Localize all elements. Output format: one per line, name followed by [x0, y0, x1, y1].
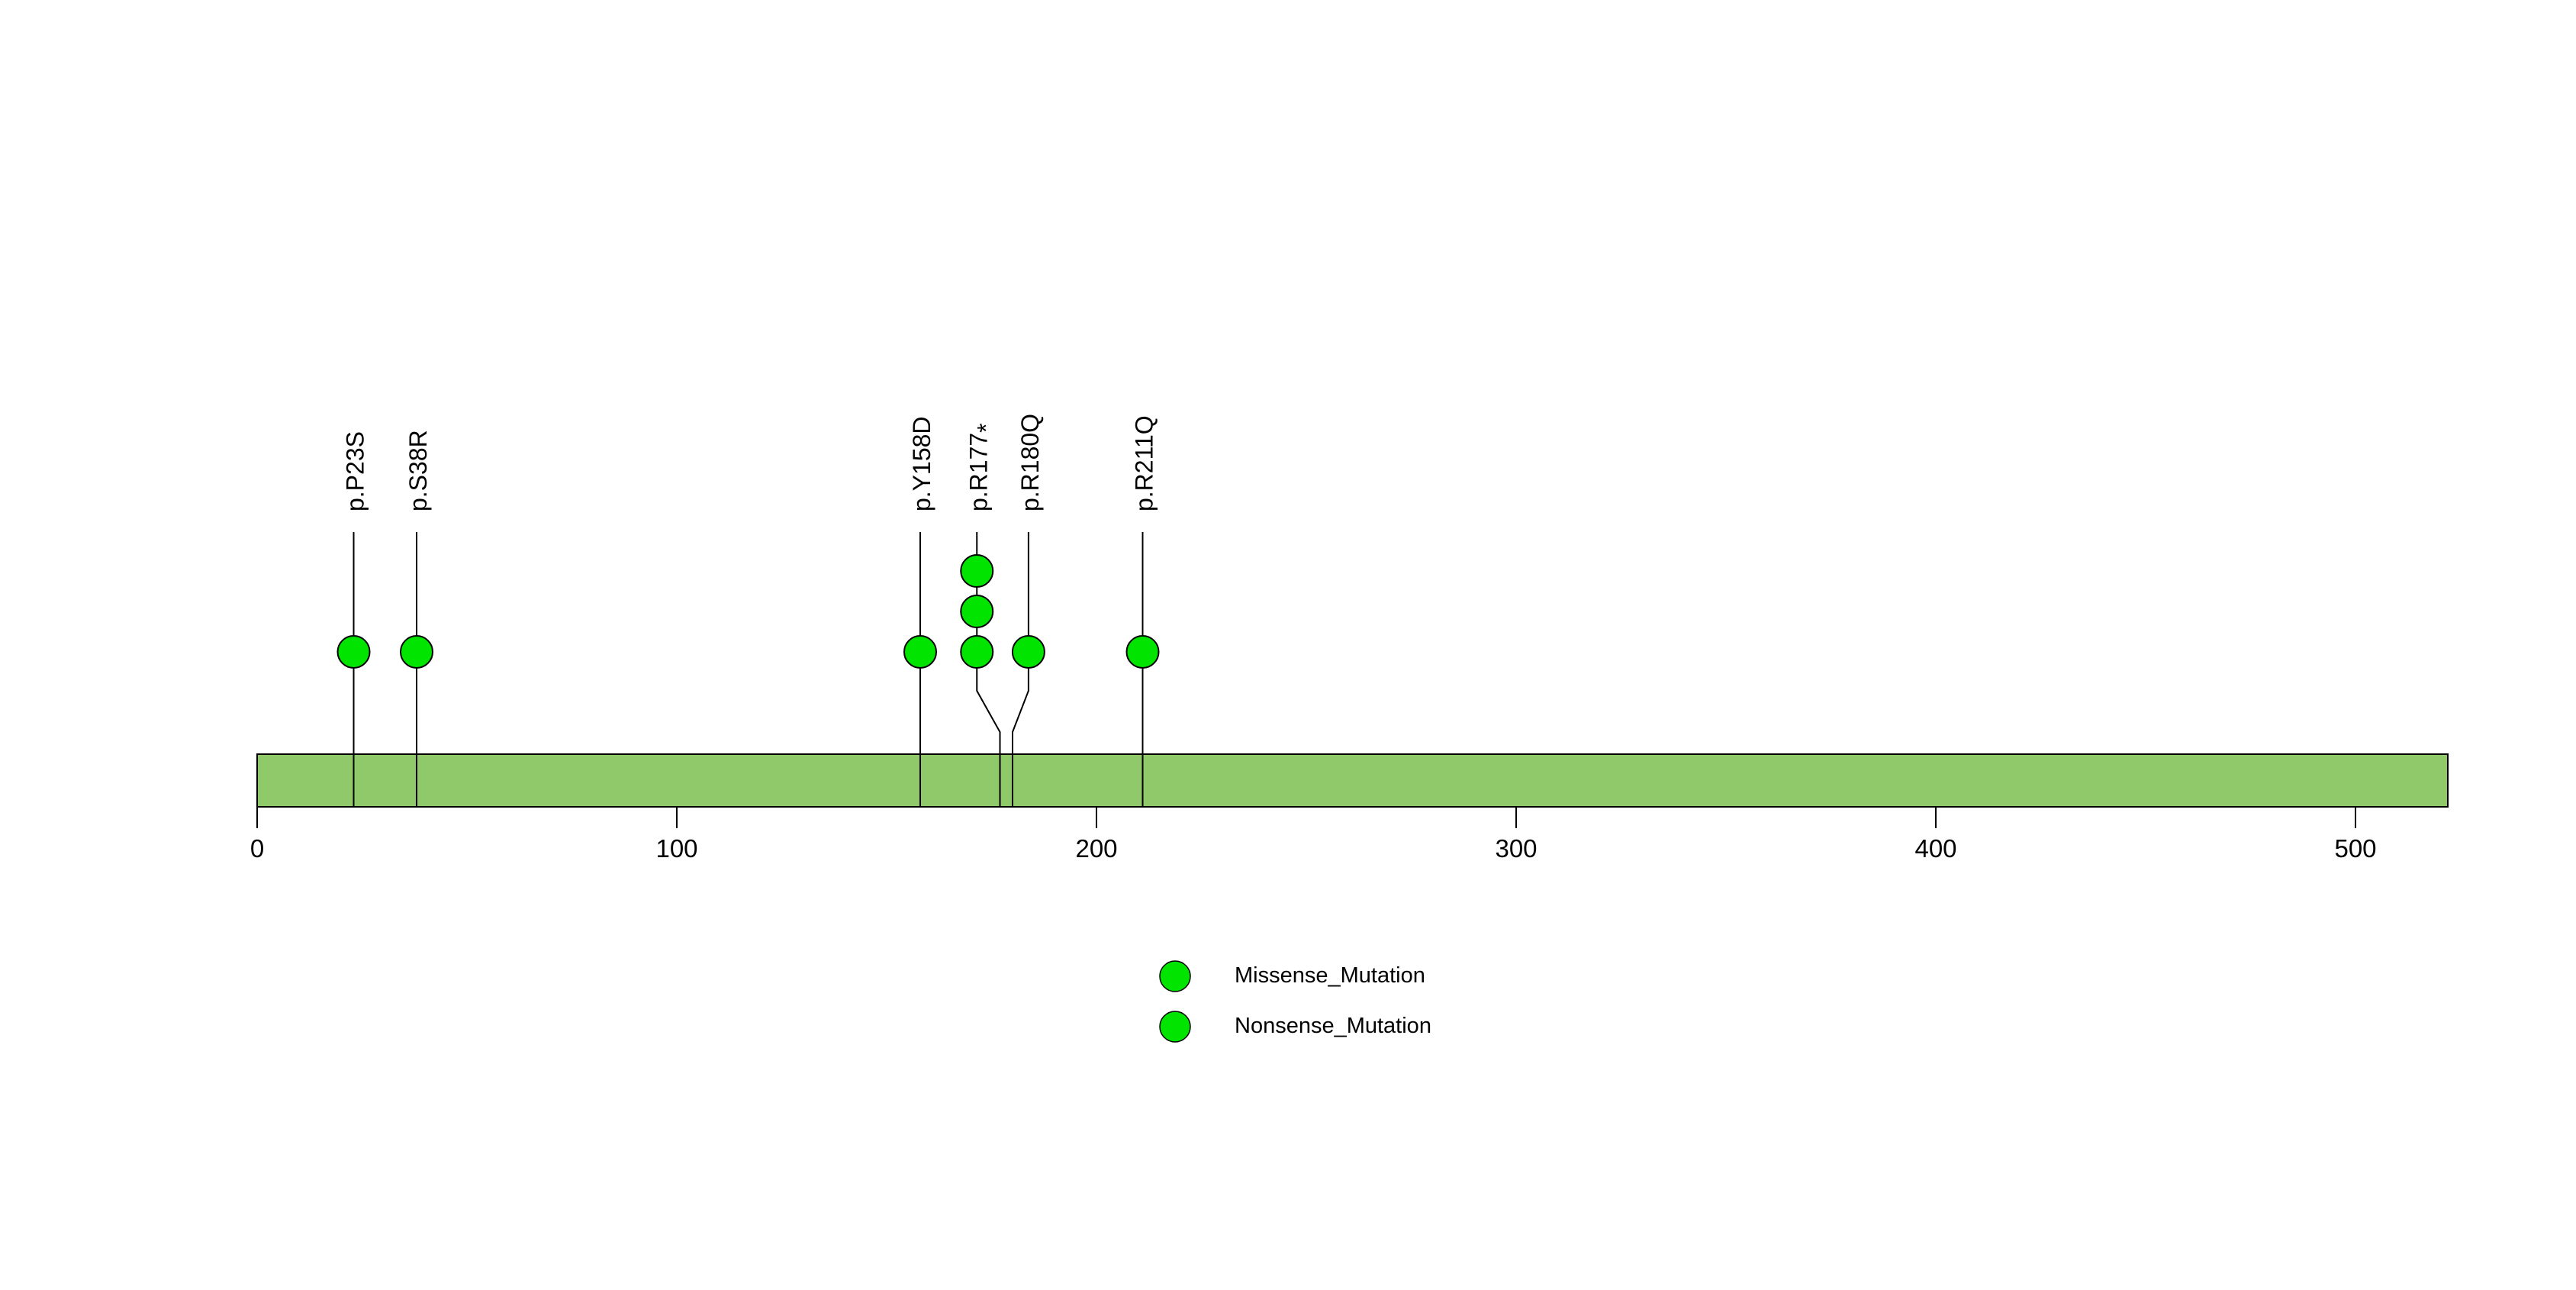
axis-tick-label: 200 [1075, 834, 1117, 863]
protein-backbone-bar [256, 753, 2449, 808]
axis-tick-label: 300 [1495, 834, 1537, 863]
protein-backbone-group [256, 753, 2449, 808]
mutation-label: p.S38R [404, 430, 432, 511]
x-axis-group: 0 100 200 300 400 500 [250, 807, 2377, 863]
mutation-circle [1125, 635, 1160, 669]
legend-swatch [1159, 1011, 1191, 1043]
mutation-label: p.P23S [342, 431, 369, 511]
mutation-circle [960, 554, 994, 588]
mutation-label: p.R211Q [1131, 415, 1158, 511]
axis-tick-label: 400 [1914, 834, 1956, 863]
axis-tick-label: 100 [655, 834, 697, 863]
legend-swatch [1159, 960, 1191, 992]
mutation-label: p.R177* [964, 423, 1000, 511]
axis-tick-label: 0 [250, 834, 264, 863]
axis-tick-label: 500 [2334, 834, 2376, 863]
mutation-circle [903, 635, 937, 669]
legend-label: Nonsense_Mutation [1235, 1014, 1431, 1038]
mutation-stem [1012, 532, 1029, 807]
mutation-circle [1011, 635, 1045, 669]
mutation-circle [960, 595, 994, 628]
legend-label: Missense_Mutation [1235, 963, 1425, 988]
mutation-circle [960, 635, 994, 669]
mutation-labels-group: p.P23S p.S38R p.Y158D p.R177* p.R180Q p.R211Q [342, 414, 1158, 511]
mutation-circle [400, 635, 433, 669]
mutation-circles-group [336, 554, 1160, 669]
mutation-label: p.R180Q [1016, 414, 1044, 511]
mutation-label: p.Y158D [908, 416, 935, 511]
mutation-circle [336, 635, 371, 669]
